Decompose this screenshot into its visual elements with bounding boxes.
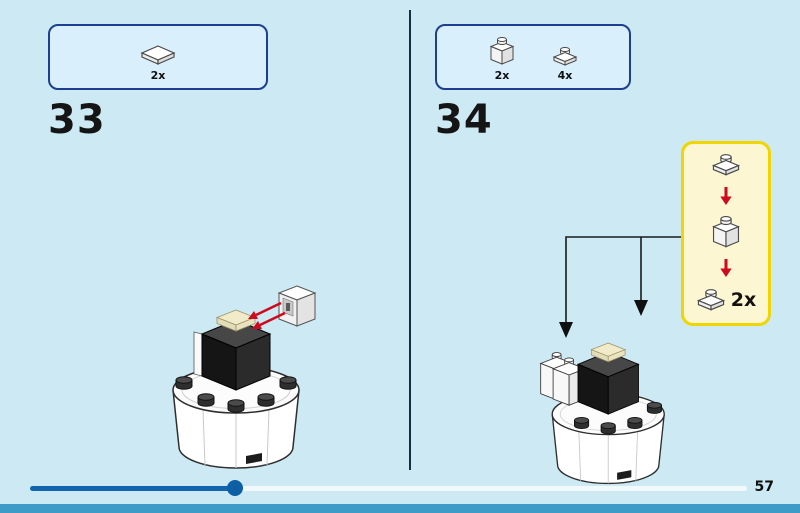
tile-2x2-icon — [140, 45, 176, 65]
step-33-model-illustration — [172, 285, 317, 469]
new-white-bricks — [539, 352, 587, 406]
callout-plate-icon — [711, 154, 741, 176]
step-number-33: 33 — [48, 97, 106, 143]
callout-plate-icon — [696, 289, 725, 311]
part-item: 2x — [139, 32, 177, 82]
part-count: 2x — [494, 69, 510, 82]
red-arrow-down-icon — [720, 259, 732, 278]
assembly-order-callout: 2x — [681, 141, 771, 326]
part-count: 4x — [557, 69, 573, 82]
footer-strip — [0, 504, 800, 513]
plate-1x1-icon — [552, 47, 578, 66]
callout-brick-icon — [712, 215, 740, 247]
brick-1x1-icon — [489, 37, 515, 65]
step-number-34: 34 — [435, 97, 493, 143]
step-34-parts-box: 2x 4x — [435, 24, 631, 90]
red-attach-arrows-icon — [248, 301, 286, 329]
progress-track[interactable] — [30, 486, 747, 491]
callout-count: 2x — [730, 289, 757, 311]
progress-fill — [30, 486, 235, 491]
page-number: 57 — [754, 479, 774, 495]
part-item: 4x — [552, 32, 578, 82]
progress-handle[interactable] — [227, 480, 243, 496]
red-arrow-down-icon — [720, 186, 732, 205]
part-item: 2x — [488, 32, 516, 82]
placement-arrow-down-icon — [634, 300, 648, 316]
step-33-parts-box: 2x — [48, 24, 268, 90]
barrel-studs — [175, 376, 297, 413]
barrel-studs — [574, 401, 662, 435]
part-count: 2x — [150, 69, 166, 82]
callout-result-row: 2x — [696, 288, 756, 312]
panel-piece — [277, 285, 317, 327]
step-34-model-illustration — [539, 342, 665, 485]
panel-divider — [409, 10, 411, 470]
